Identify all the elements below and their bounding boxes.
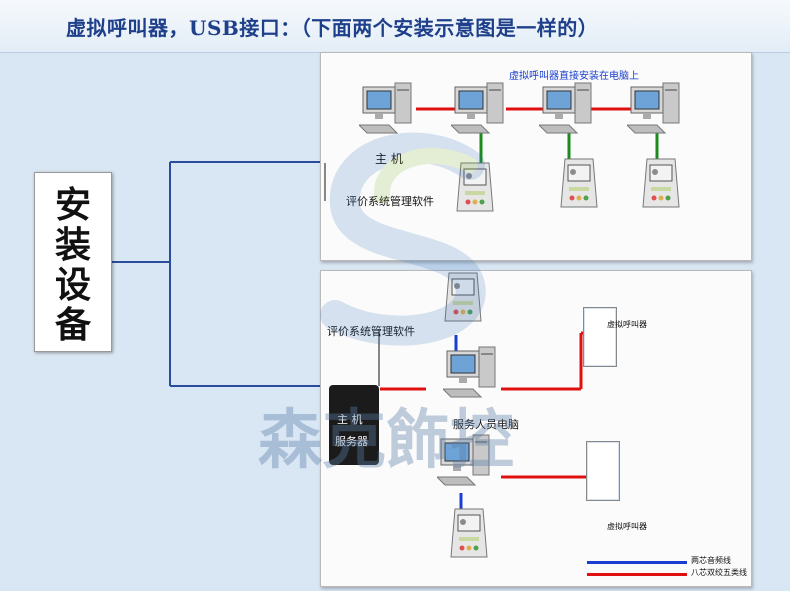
legend: 两芯音频线 八芯双绞五类线 [583,553,747,581]
evaluator-device-4 [443,271,483,331]
virtual-pager-label-bottom: 虚拟呼叫器 [607,522,647,531]
top-install-diagram: 虚拟呼叫器直接安装在电脑上 [320,52,752,261]
server-label-host: 主 机 [337,413,363,426]
legend-line-audio [587,561,687,564]
evaluator-device-2 [559,157,599,217]
host-label: 主 机 [375,152,403,166]
virtual-pager-window-bottom [586,441,620,501]
title-bar: 虚拟呼叫器，USB接口：（下面两个安装示意图是一样的） [0,0,790,53]
install-equipment-label: 安 装 设 备 [35,185,111,345]
evaluator-device-3 [641,157,681,217]
install-char-1: 安 [54,184,91,226]
top-caption: 虚拟呼叫器直接安装在电脑上 [509,71,639,82]
legend-line-network [587,573,687,576]
evaluator-device-1 [455,161,495,221]
staff-pc-label: 服务人员电脑 [453,418,519,431]
client-computer-3 [625,81,685,141]
legend-label-audio: 两芯音频线 [691,556,731,565]
virtual-pager-label-top: 虚拟呼叫器 [607,320,647,329]
install-equipment-box: 安 装 设 备 [34,172,112,352]
page-title: 虚拟呼叫器，USB接口：（下面两个安装示意图是一样的） [66,16,599,40]
client-computer-1 [449,81,509,141]
install-char-4: 备 [54,304,91,346]
staff-computer-2 [435,433,495,493]
host-server: 主 机 服务器 [329,385,379,465]
bottom-software-label: 评价系统管理软件 [327,325,415,338]
legend-label-network: 八芯双绞五类线 [691,568,747,577]
staff-computer-1 [441,345,501,405]
top-software-label: 评价系统管理软件 [346,195,434,208]
host-computer [357,81,417,141]
server-label-server: 服务器 [335,435,368,448]
bottom-network-lines [378,329,601,511]
client-computer-2 [537,81,597,141]
evaluator-device-5 [449,507,489,567]
install-char-3: 设 [54,264,91,306]
install-char-2: 装 [54,224,91,266]
bottom-install-diagram: 评价系统管理软件 服务人员电脑 虚拟呼叫器 虚拟呼叫器 两芯音频线 八芯双绞五类… [320,270,752,587]
virtual-pager-window-top [583,307,617,367]
